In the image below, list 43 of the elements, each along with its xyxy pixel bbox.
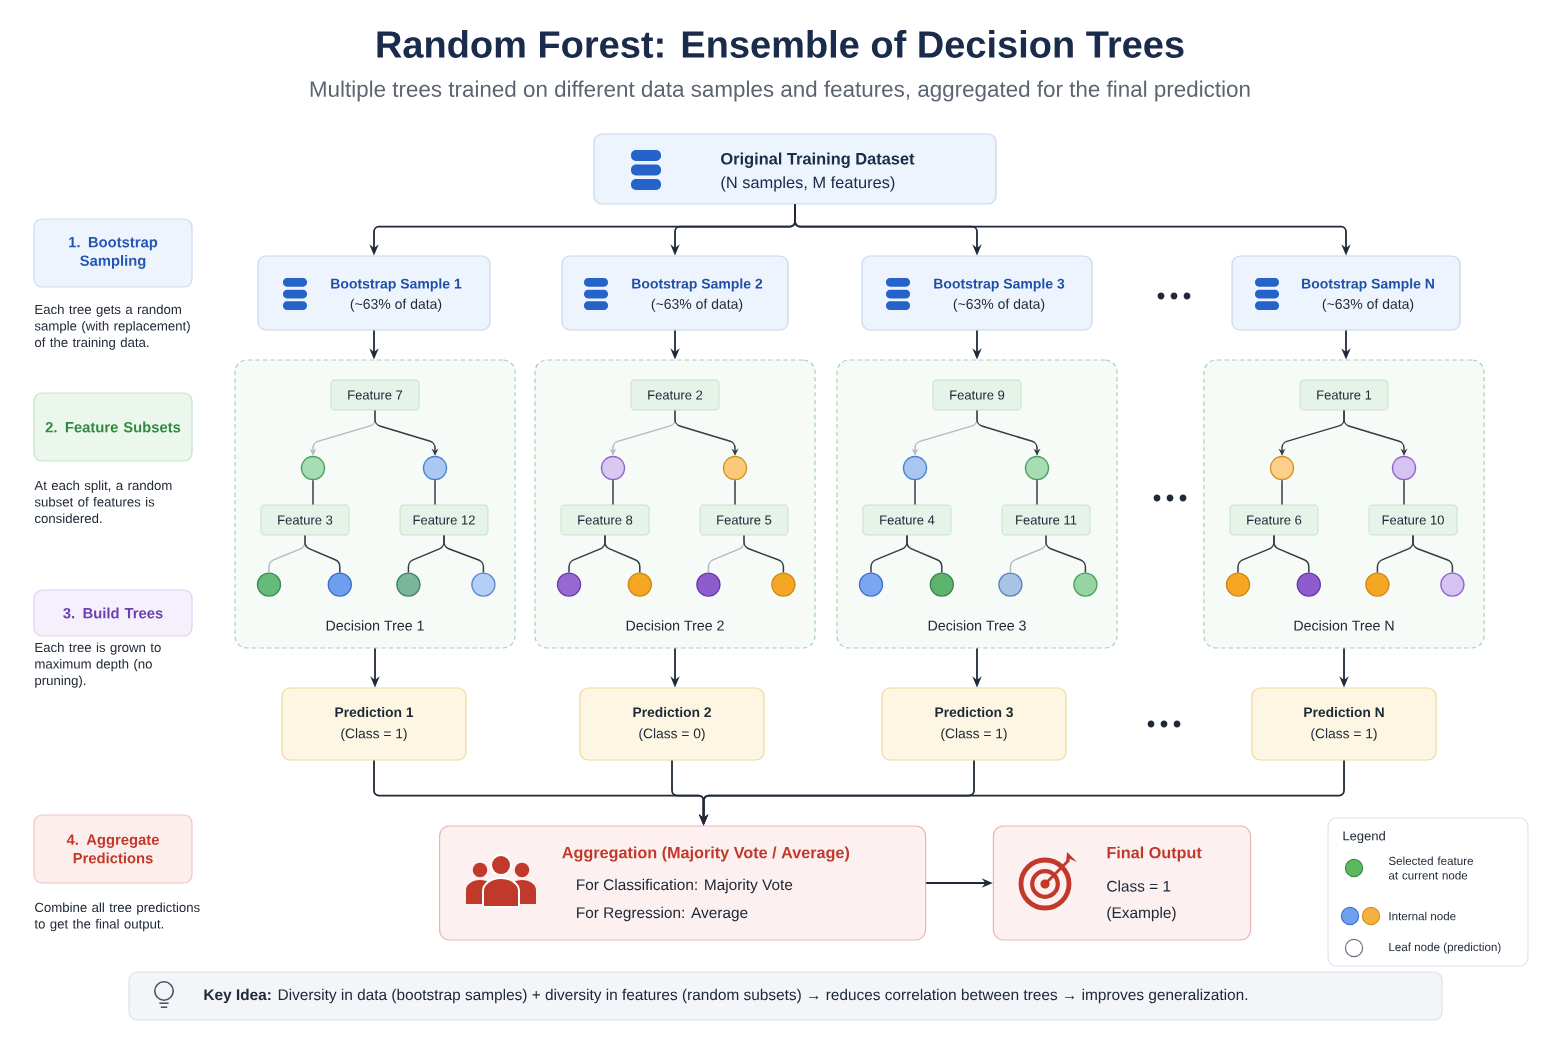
tree-branch bbox=[443, 534, 485, 574]
circle-node bbox=[556, 572, 582, 597]
circle-node bbox=[858, 572, 884, 597]
dataset-box: Original Training Dataset (N samples, M features) bbox=[593, 133, 997, 205]
tree-branch bbox=[1036, 479, 1038, 506]
tree-branch bbox=[1403, 479, 1405, 506]
tree-branch bbox=[312, 479, 314, 506]
circle-node bbox=[722, 455, 748, 481]
circle-node bbox=[1073, 572, 1098, 597]
tree-branch bbox=[1045, 534, 1087, 574]
circle-node bbox=[1024, 455, 1050, 481]
circle-node bbox=[902, 455, 928, 481]
circle-node bbox=[1296, 572, 1321, 597]
circle-node bbox=[1269, 455, 1295, 481]
tree-branch bbox=[734, 479, 736, 506]
circle-node bbox=[256, 572, 282, 597]
circle-node bbox=[1440, 572, 1465, 597]
circle-node bbox=[771, 572, 796, 597]
circle-node bbox=[327, 572, 352, 597]
tree-branch bbox=[1412, 534, 1454, 574]
circle-node bbox=[998, 572, 1023, 597]
tree-branch bbox=[1273, 534, 1310, 574]
tree-branch bbox=[604, 534, 641, 574]
tree-branch bbox=[612, 479, 614, 506]
tree-branch bbox=[304, 534, 341, 574]
tree-branch bbox=[434, 479, 436, 506]
tree-branch bbox=[743, 534, 785, 574]
tree-branch bbox=[906, 534, 943, 574]
circle-node bbox=[1225, 572, 1251, 597]
circle-node bbox=[471, 572, 496, 597]
circle-node bbox=[929, 572, 954, 597]
circle-node bbox=[1365, 572, 1390, 597]
circle-node bbox=[422, 455, 448, 481]
circle-node bbox=[1391, 455, 1417, 481]
tree-branch bbox=[914, 479, 916, 506]
tree-branch bbox=[1281, 479, 1283, 506]
circle-node bbox=[600, 455, 626, 481]
circle-node bbox=[627, 572, 652, 597]
title: Random Forest: Ensemble of Decision Trees bbox=[377, 30, 1184, 58]
circle-node bbox=[300, 455, 326, 481]
subtitle: Multiple trees trained on different data samples and features, aggregated for the final prediction bbox=[310, 80, 1250, 102]
circle-node bbox=[396, 572, 421, 597]
circle-node bbox=[696, 572, 721, 597]
